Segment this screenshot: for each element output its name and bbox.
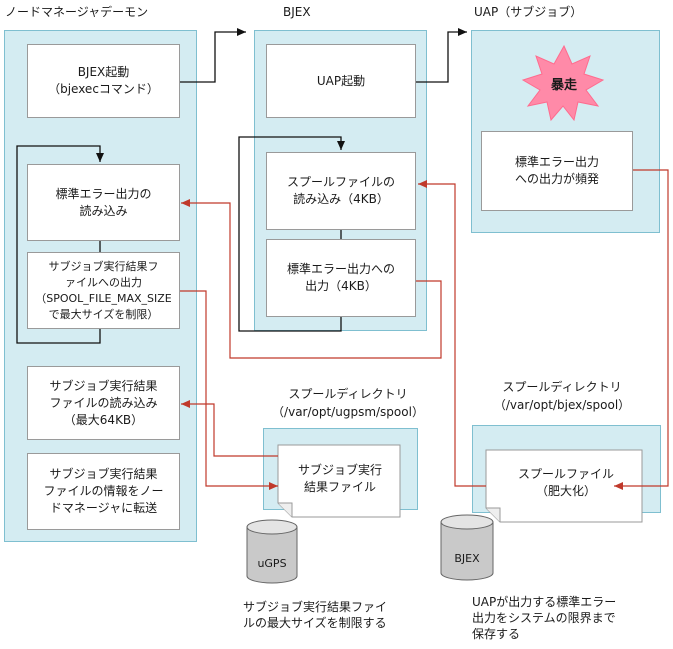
uap-stderr-to-spool-arrow [614,169,669,490]
bjex-uap-launch-box: UAP起動 [266,44,416,118]
ugps-db-icon [246,519,298,584]
bjex-note: UAPが出力する標準エラー 出力をシステムの限界まで 保存する [472,595,617,641]
nm-read-result-box: サブジョブ実行結果 ファイルの読み込み （最大64KB） [27,366,180,440]
nm-loop-arrow [16,145,104,344]
result-file-to-nm-read-arrow [181,400,278,457]
spool-file-icon [485,449,643,523]
uap-header: UAP（サブジョブ） [474,5,583,19]
burst-icon [521,44,605,122]
node-manager-header: ノードマネージャデーモン [5,5,149,19]
bjex-db-label: BJEX [454,552,480,565]
bjex-stderr-to-nm-arrow [181,199,442,359]
spool-file-label: スプールファイル （肥大化） [517,467,614,498]
burst-label: 暴走 [550,78,577,93]
bjex-write-stderr-box: 標準エラー出力への 出力（4KB） [266,239,416,317]
ugpsm-spool-dir-label: スプールディレクトリ （/var/opt/ugpsm/spool） [272,387,424,419]
nm-bjex-launch-box: BJEX起動 （bjexecコマンド） [27,44,180,118]
nm-read-stderr-box: 標準エラー出力の 読み込み [27,164,180,241]
bjex-loop-arrow [238,136,345,332]
result-file-label: サブジョブ実行 結果ファイル [297,463,382,494]
ugpsm-note: サブジョブ実行結果ファイ ルの最大サイズを制限する [243,600,388,630]
uap-stderr-box: 標準エラー出力 への出力が頻発 [481,131,633,211]
nm-to-bjex-arrow [180,28,246,83]
result-file-icon [277,444,401,518]
bjex-db-icon [440,514,494,581]
nm-write-to-result-file-arrow [180,290,278,490]
bjex-spool-dir-label: スプールディレクトリ （/var/opt/bjex/spool） [493,380,631,412]
bjex-read-spool-box: スプールファイルの 読み込み（4KB） [266,152,416,230]
spool-to-bjex-read-arrow [418,180,486,487]
nm-write-result-box: サブジョブ実行結果フ ァイルへの出力 （SPOOL_FILE_MAX_SIZE … [27,252,180,329]
bjex-header: BJEX [283,5,311,19]
nm-transfer-box: サブジョブ実行結果 ファイルの情報をノー ドマネージャに転送 [27,453,180,530]
ugps-db-label: uGPS [257,557,287,570]
bjex-to-uap-arrow [416,28,467,83]
